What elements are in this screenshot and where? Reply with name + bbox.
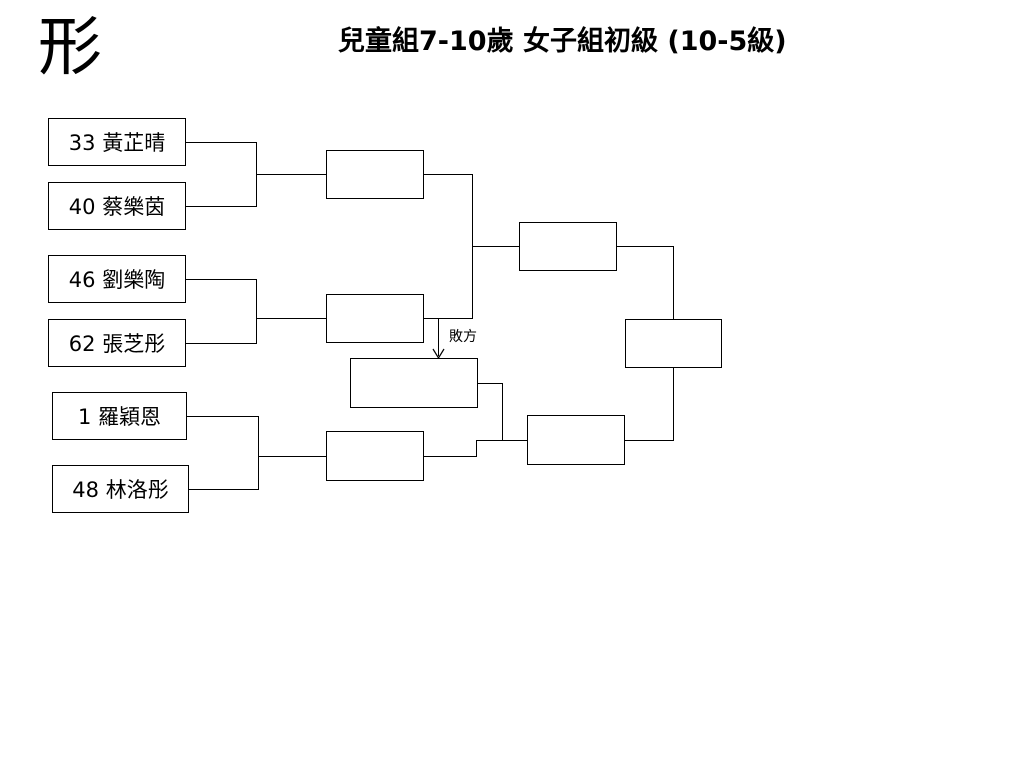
connector-line	[258, 456, 326, 457]
connector-line	[424, 318, 472, 319]
connector-line	[186, 279, 256, 280]
connector-line	[258, 416, 259, 490]
connector-line	[424, 174, 472, 175]
connector-line	[256, 318, 326, 319]
connector-line	[186, 343, 256, 344]
loser-arrow-line	[438, 319, 439, 356]
competitor-box-33: 33 黃芷晴	[48, 118, 186, 166]
loser-label: 敗方	[449, 329, 477, 345]
connector-line	[476, 440, 527, 441]
bracket-title: 兒童組7-10歲 女子組初級 (10-5級)	[338, 26, 787, 57]
competitor-box-40: 40 蔡樂茵	[48, 182, 186, 230]
connector-line	[476, 440, 477, 457]
competitor-box-62: 62 張芝彤	[48, 319, 186, 367]
connector-line	[187, 416, 258, 417]
semifinal-winner-slot	[519, 222, 617, 271]
connector-line	[424, 456, 476, 457]
connector-line	[256, 279, 257, 344]
connector-line	[625, 440, 673, 441]
competitor-box-46: 46 劉樂陶	[48, 255, 186, 303]
round1-winner-slot-b	[326, 294, 424, 343]
connector-line	[617, 246, 673, 247]
round1-winner-slot-a	[326, 150, 424, 199]
final-winner-slot	[625, 319, 722, 368]
connector-line	[186, 206, 256, 207]
connector-line	[189, 489, 258, 490]
loser-bracket-slot	[350, 358, 478, 408]
connector-line	[256, 174, 326, 175]
connector-line	[478, 383, 502, 384]
round1-winner-slot-c	[326, 431, 424, 481]
competitor-box-48: 48 林洛彤	[52, 465, 189, 513]
connector-line	[472, 246, 519, 247]
connector-line	[673, 368, 674, 441]
category-character: 形	[38, 11, 102, 85]
connector-line	[673, 246, 674, 319]
competitor-box-1: 1 羅穎恩	[52, 392, 187, 440]
repechage-winner-slot	[527, 415, 625, 465]
connector-line	[186, 142, 256, 143]
down-arrow-icon	[432, 348, 445, 360]
connector-line	[502, 383, 503, 440]
